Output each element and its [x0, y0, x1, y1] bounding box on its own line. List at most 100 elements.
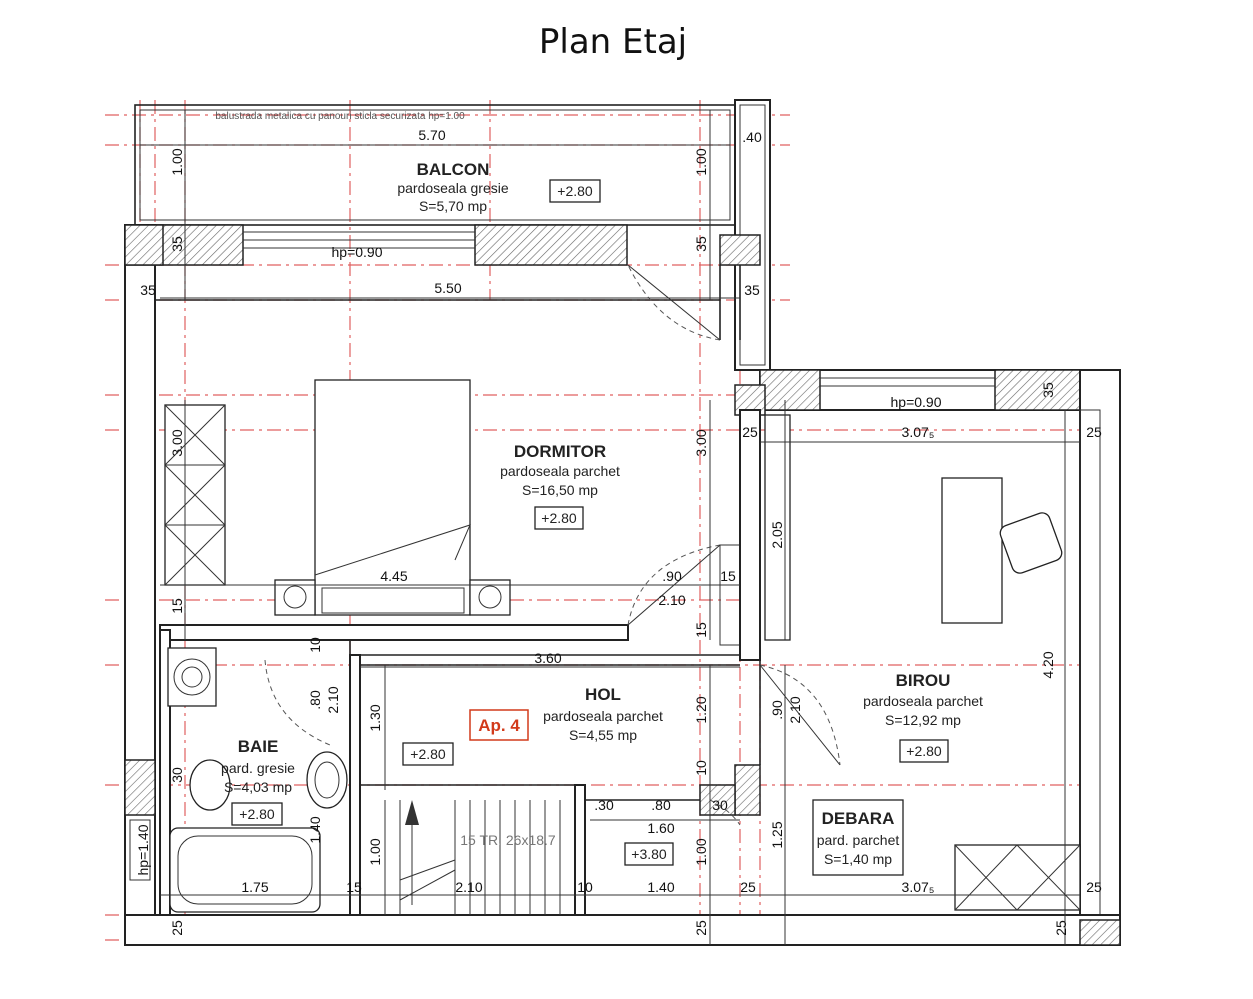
dim-label: 10: [307, 637, 323, 653]
room-area-balcon: S=5,70 mp: [419, 198, 487, 214]
dim-label: 30: [169, 767, 185, 783]
dim-label: 25: [1086, 424, 1102, 440]
room-birou: BIROU pardoseala parchet S=12,92 mp +2.8…: [863, 671, 983, 763]
room-finish-balcon: pardoseala gresie: [397, 180, 509, 196]
dim-label: 25: [1053, 920, 1069, 936]
dimension-lines: [140, 110, 1080, 945]
dim-label: 10: [693, 760, 709, 776]
dim-label: 2.10: [787, 696, 803, 723]
dim-label: 1.00: [693, 838, 709, 865]
washing-machine: [167, 647, 217, 707]
dim-label: 1.00: [693, 148, 709, 175]
dim-label: 35: [744, 282, 760, 298]
dim-label: 1.00: [169, 148, 185, 175]
room-name-hol: HOL: [585, 685, 621, 704]
dim-label: 25: [693, 920, 709, 936]
dim-label: 15: [346, 879, 362, 895]
room-finish-hol: pardoseala parchet: [543, 708, 663, 724]
stair-labels: 15 TR. 26x18.7 +3.80: [460, 832, 674, 866]
room-area-baie: S=4,03 mp: [224, 779, 292, 795]
room-finish-dormitor: pardoseala parchet: [500, 463, 620, 479]
dim-label: 1.20: [693, 696, 709, 723]
room-name-balcon: BALCON: [417, 160, 490, 179]
dim-label: 3.00: [693, 429, 709, 456]
dim-label: 25: [1086, 879, 1102, 895]
storage-unit: [954, 844, 1081, 911]
dim-label: 3.00: [169, 429, 185, 456]
dim-label: 15: [169, 598, 185, 614]
dim-label: 10: [577, 879, 593, 895]
room-debara: DEBARA pard. parchet S=1,40 mp: [812, 799, 904, 876]
interior-walls: [155, 265, 761, 916]
furniture: [164, 379, 1081, 913]
chair: [999, 512, 1063, 574]
dim-label: 1.40: [307, 816, 323, 843]
room-dormitor: DORMITOR pardoseala parchet S=16,50 mp +…: [500, 442, 620, 530]
dim-label: 5.70: [418, 127, 445, 143]
room-finish-baie: pard. gresie: [221, 760, 295, 776]
dim-label: 25: [169, 920, 185, 936]
dim-label: 25: [740, 879, 756, 895]
dim-label: 2.05: [769, 521, 785, 548]
room-name-birou: BIROU: [896, 671, 951, 690]
dim-label: .80: [307, 690, 323, 710]
dim-label: 3.07₅: [902, 879, 935, 895]
sink: [306, 751, 348, 809]
dim-label: .40: [742, 129, 762, 145]
dim-label: 5.50: [434, 280, 461, 296]
balcony-note: balustrada metalica cu panouri sticla se…: [215, 111, 465, 122]
dim-label: 2.10: [455, 879, 482, 895]
room-finish-debara: pard. parchet: [817, 832, 900, 848]
shelf: [764, 414, 791, 641]
dim-label: 35: [140, 282, 156, 298]
dim-label: 1.25: [769, 821, 785, 848]
dim-label: .90: [662, 568, 682, 584]
bathtub: [169, 827, 321, 913]
level-mark-dormitor: +2.80: [541, 510, 577, 526]
room-baie: BAIE pard. gresie S=4,03 mp +2.80: [221, 737, 295, 826]
room-area-dormitor: S=16,50 mp: [522, 482, 598, 498]
dim-label: 35: [1040, 382, 1056, 398]
room-hol: HOL pardoseala parchet S=4,55 mp +2.80 A…: [402, 685, 663, 766]
dimension-labels: 5.70 .40 hp=0.90 35 5.50 35 hp=0.90 25 3…: [140, 127, 1102, 895]
dim-label: hp=0.90: [891, 394, 942, 410]
room-area-hol: S=4,55 mp: [569, 727, 637, 743]
stair-label: 15 TR. 26x18.7: [460, 832, 556, 848]
dim-label: 15: [693, 622, 709, 638]
dim-label: hp=0.90: [332, 244, 383, 260]
exterior-walls: [124, 224, 1121, 946]
dim-label: 15: [720, 568, 736, 584]
dim-label: 1.30: [367, 704, 383, 731]
dim-label: .80: [651, 797, 671, 813]
dim-label: 1.75: [241, 879, 268, 895]
dim-label: 3.60: [534, 650, 561, 666]
staircase: [384, 800, 561, 915]
dim-label: 25: [742, 424, 758, 440]
level-mark-birou: +2.80: [906, 743, 942, 759]
level-mark-hol: +2.80: [410, 746, 446, 762]
level-mark-balcon: +2.80: [557, 183, 593, 199]
doors: [264, 264, 841, 826]
dim-label: 4.20: [1040, 651, 1056, 678]
dim-label: 2.10: [325, 686, 341, 713]
dim-label: 2.10: [658, 592, 685, 608]
dim-label: .90: [769, 700, 785, 720]
dim-label: 1.60: [647, 820, 674, 836]
room-finish-birou: pardoseala parchet: [863, 693, 983, 709]
apartment-label: Ap. 4: [478, 716, 520, 735]
desk: [941, 477, 1003, 624]
dim-label: hp=1.40: [135, 824, 151, 875]
dim-label: 30: [712, 797, 728, 813]
dim-label: 3.07₅: [902, 424, 935, 440]
dim-label: .30: [594, 797, 614, 813]
room-area-birou: S=12,92 mp: [885, 712, 961, 728]
room-area-debara: S=1,40 mp: [824, 851, 892, 867]
level-mark-stair: +3.80: [631, 846, 667, 862]
dimension-labels-vertical: 1.00 1.00 35 35 35 3.00 3.00 2.05 15 15 …: [135, 148, 1069, 936]
room-name-dormitor: DORMITOR: [514, 442, 606, 461]
room-name-debara: DEBARA: [822, 809, 895, 828]
dim-label: 35: [169, 236, 185, 252]
room-balcon: BALCON pardoseala gresie S=5,70 mp +2.80: [397, 160, 601, 214]
room-name-baie: BAIE: [238, 737, 279, 756]
